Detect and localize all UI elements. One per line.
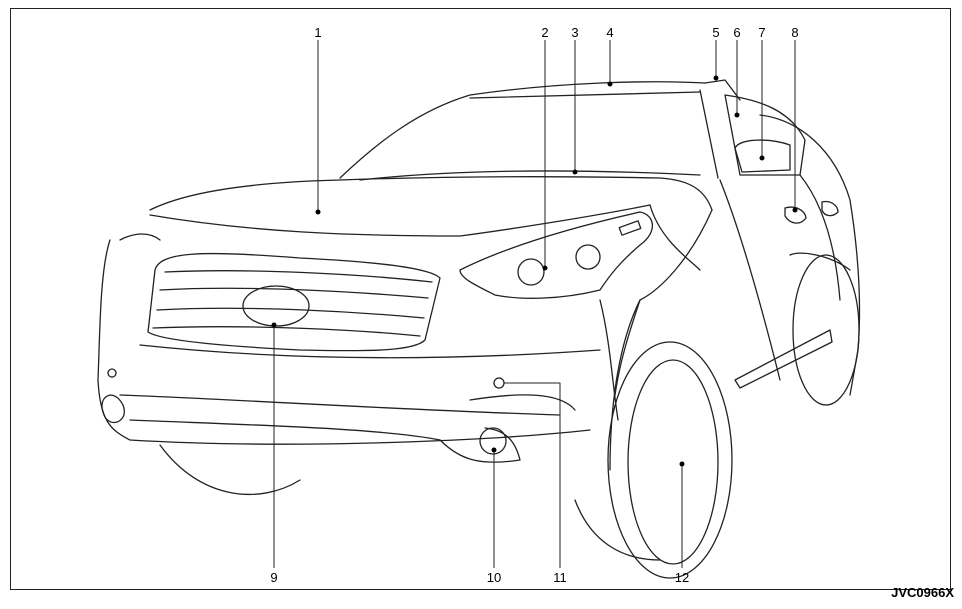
front-tire: [607, 341, 733, 579]
headlight: [459, 211, 654, 299]
roof-line: [339, 81, 706, 179]
front-bumper: [97, 239, 591, 445]
body-side: [719, 179, 781, 381]
callout-9: 9: [270, 570, 277, 585]
callout-3: 3: [571, 25, 578, 40]
callout-12: 12: [675, 570, 689, 585]
leader-11: [504, 382, 561, 568]
hood: [149, 176, 713, 211]
callout-1: 1: [314, 25, 321, 40]
fog-lamp: [479, 427, 507, 455]
door-handle-rear: [821, 200, 839, 217]
callout-11: 11: [553, 570, 567, 585]
callout-7: 7: [758, 25, 765, 40]
sensor: [493, 377, 505, 389]
door-handle-front: [784, 206, 807, 224]
front-fender: [614, 209, 713, 396]
door-mirror: [734, 139, 791, 173]
callout-4: 4: [606, 25, 613, 40]
callout-5: 5: [712, 25, 719, 40]
emblem: [242, 285, 310, 327]
diagram-frame: [10, 8, 951, 590]
wheel-arch: [609, 299, 641, 471]
callout-10: 10: [487, 570, 501, 585]
windshield-bottom: [359, 170, 701, 181]
a-pillar: [699, 89, 719, 179]
side-window: [724, 94, 806, 176]
callout-8: 8: [791, 25, 798, 40]
callout-2: 2: [541, 25, 548, 40]
front-grille: [147, 252, 441, 352]
rocker-panel: [734, 329, 833, 389]
figure-code: JVC0966X: [891, 585, 954, 600]
callout-6: 6: [733, 25, 740, 40]
rear-wheel: [792, 254, 860, 406]
windshield-top: [469, 91, 701, 99]
